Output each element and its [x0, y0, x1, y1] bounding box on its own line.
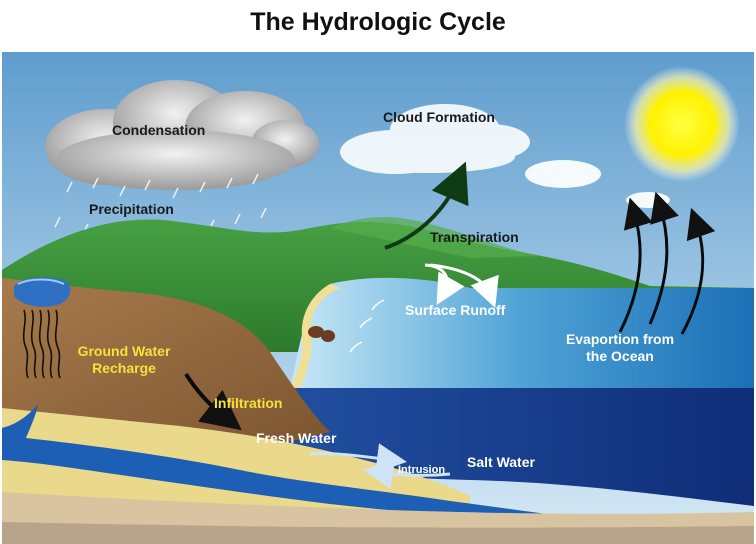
infiltration-arrow: [184, 372, 242, 431]
pond: [14, 277, 71, 307]
condensation-cloud: [45, 80, 319, 190]
label-fresh-water: Fresh Water: [256, 430, 337, 446]
diagram-title: The Hydrologic Cycle: [250, 8, 506, 36]
label-salt-water: Salt Water: [467, 454, 535, 470]
small-cloud: [525, 160, 601, 188]
surface-runoff-arrows: [424, 263, 499, 309]
surf: [349, 299, 385, 353]
evaporation-arrows: [618, 191, 716, 335]
label-surface-runoff: Surface Runoff: [405, 302, 506, 318]
label-cloud-formation: Cloud Formation: [383, 109, 495, 125]
label-intrusion: Intrusion: [398, 464, 446, 476]
bedrock: [2, 522, 754, 544]
shoreline: [290, 284, 340, 388]
rocks: [308, 326, 335, 342]
recharge-lines: [22, 309, 61, 379]
label-evaporation-line2: the Ocean: [586, 348, 654, 364]
label-ground-water-line1: Ground Water: [77, 343, 171, 359]
label-condensation: Condensation: [112, 122, 206, 138]
label-evaporation-line1: Evaportion from: [565, 331, 675, 347]
label-infiltration: Infiltration: [214, 395, 283, 411]
bay-water: [290, 277, 754, 388]
hydrologic-cycle-illustration: [2, 52, 754, 544]
label-precipitation: Precipitation: [89, 201, 174, 217]
transpiration-arrow: [384, 161, 469, 250]
label-ground-water-recharge: Ground Water Recharge: [68, 343, 180, 377]
label-ground-water-line2: Recharge: [92, 360, 156, 376]
sun: [624, 66, 740, 182]
label-evaporation: Evaportion from the Ocean: [555, 331, 685, 365]
small-cloud: [626, 192, 670, 208]
ground-soil: [2, 278, 330, 444]
intrusion-arrows: [309, 443, 451, 490]
label-transpiration: Transpiration: [430, 229, 519, 245]
formation-cloud: [340, 104, 530, 174]
green-hills-far: [330, 217, 540, 258]
